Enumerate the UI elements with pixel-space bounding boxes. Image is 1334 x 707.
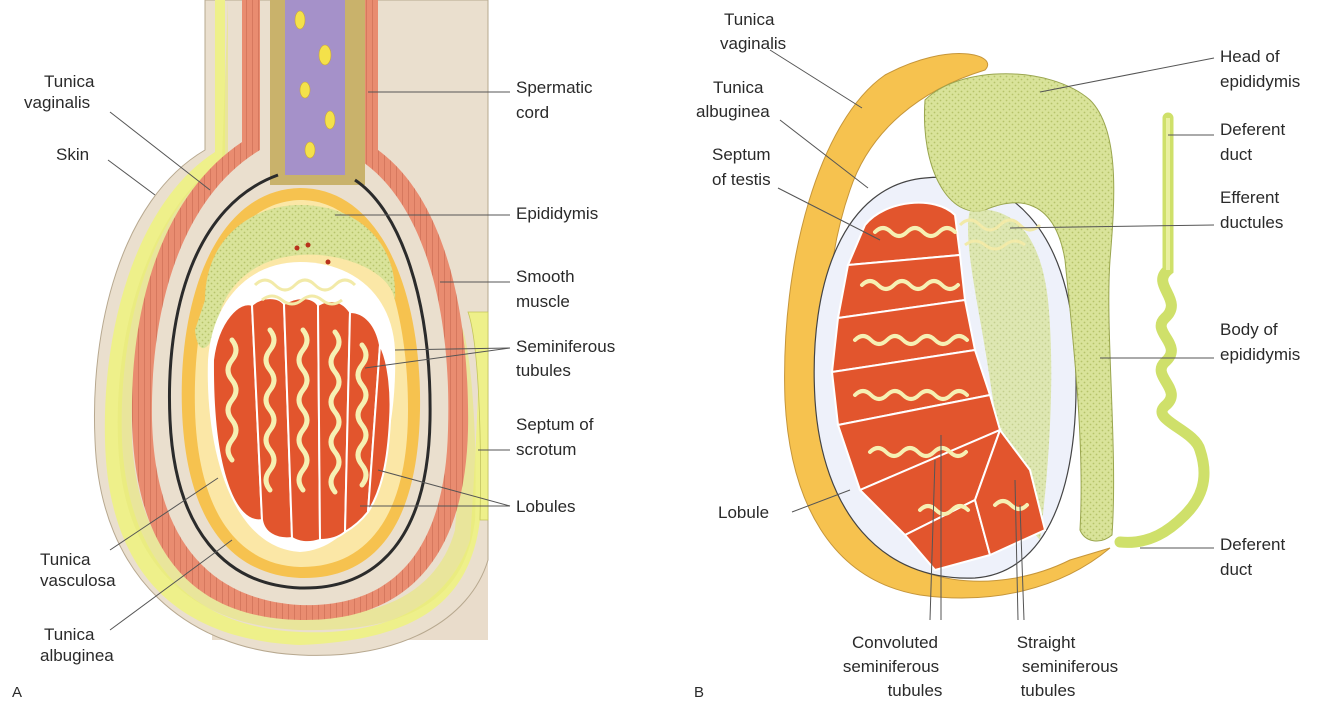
vessel-dot [326, 260, 331, 265]
label-epididymis-a: Epididymis [516, 204, 598, 223]
panel-letter-a: A [12, 684, 22, 701]
label-lobules-a: Lobules [516, 497, 576, 516]
deferent-duct-shape [1120, 118, 1204, 542]
label-lobule-b: Lobule [718, 503, 769, 522]
panel-letter-b: B [694, 684, 704, 701]
vessel-dot [306, 243, 311, 248]
vessel-dot [295, 246, 300, 251]
label-skin-a: Skin [56, 145, 89, 164]
